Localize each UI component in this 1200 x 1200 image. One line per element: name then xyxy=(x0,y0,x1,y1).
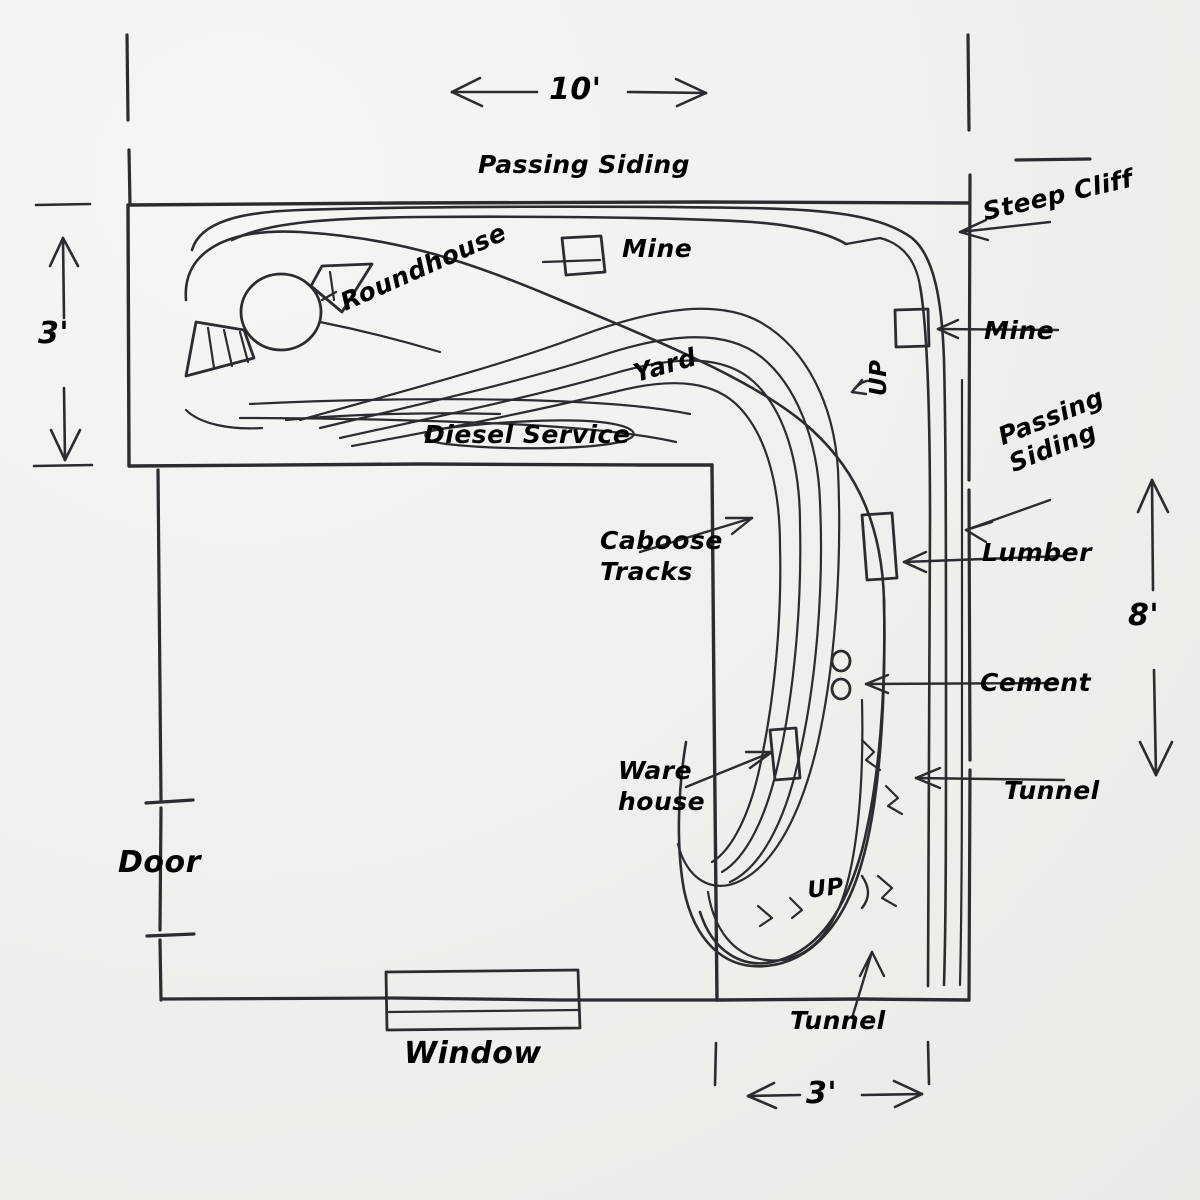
caboose-tracks-label: Caboose Tracks xyxy=(600,526,723,586)
warehouse-line1: Ware xyxy=(618,756,693,785)
dimension-left-3ft xyxy=(32,202,94,468)
dimension-right-value: 8' xyxy=(1128,598,1160,633)
cement-silos xyxy=(830,649,852,701)
dimension-top-label: 10' xyxy=(549,72,601,107)
cement-label: Cement xyxy=(980,668,1091,697)
caboose-tracks-line1: Caboose xyxy=(600,526,723,555)
passing-siding-top-label: Passing Siding xyxy=(478,150,690,179)
loop-curves xyxy=(184,230,886,968)
grade-up-right-label: UP xyxy=(866,359,892,396)
grade-up-bottom-text: UP xyxy=(806,873,846,904)
dimension-left-value: 3' xyxy=(38,316,70,351)
lumber-label: Lumber xyxy=(982,538,1092,567)
dimension-right-label: 8' xyxy=(1128,598,1159,633)
tunnel-right-label: Tunnel xyxy=(1004,776,1100,805)
dimension-top-10ft xyxy=(450,76,708,108)
building-mine-right xyxy=(893,307,931,349)
dimension-right-8ft xyxy=(1136,478,1174,777)
grade-up-bottom-label: UP xyxy=(806,874,845,904)
tunnel-right-text: Tunnel xyxy=(1004,776,1100,805)
mine-top-label: Mine xyxy=(622,234,692,263)
window-rect xyxy=(384,968,582,1032)
warehouse-label: Ware house xyxy=(618,756,705,816)
grade-arrow-right xyxy=(850,378,878,396)
mine-right-text: Mine xyxy=(984,316,1055,345)
tunnel-portal-marks xyxy=(756,738,904,928)
tunnel-bottom-label: Tunnel xyxy=(790,1006,886,1035)
lumber-text: Lumber xyxy=(982,538,1092,567)
warehouse-line2: house xyxy=(618,787,706,816)
grade-arrow-bottom xyxy=(860,874,870,910)
dimension-bottom-3ft xyxy=(713,1040,931,1110)
leader-lines xyxy=(320,218,1066,1020)
building-warehouse xyxy=(768,726,802,782)
dimension-top-value: 10' xyxy=(549,72,602,107)
door-label-text: Door xyxy=(118,845,201,880)
room-walls xyxy=(125,33,1092,1002)
caboose-tracks-line2: Tracks xyxy=(600,557,693,586)
mine-right-label: Mine xyxy=(984,316,1054,345)
mine-top-text: Mine xyxy=(622,234,693,263)
window-label: Window xyxy=(404,1036,542,1071)
passing-siding-top-text: Passing Siding xyxy=(478,150,691,179)
roundhouse-turntable xyxy=(184,262,442,378)
tunnel-bottom-text: Tunnel xyxy=(790,1006,886,1035)
yard-tracks xyxy=(184,398,692,450)
door-marks xyxy=(144,798,196,938)
grade-up-right-text: UP xyxy=(866,359,892,396)
dimension-bottom-label: 3' xyxy=(806,1076,837,1111)
dimension-left-label: 3' xyxy=(38,316,69,351)
window-label-text: Window xyxy=(404,1036,542,1071)
building-lumber xyxy=(860,511,899,582)
door-label: Door xyxy=(118,845,201,880)
diesel-service-text: Diesel Service xyxy=(424,420,631,449)
diesel-service-label: Diesel Service xyxy=(424,420,630,449)
main-line-tracks xyxy=(190,205,964,988)
building-mine-top xyxy=(541,234,607,277)
cement-text: Cement xyxy=(980,668,1092,697)
dimension-bottom-value: 3' xyxy=(806,1076,838,1111)
